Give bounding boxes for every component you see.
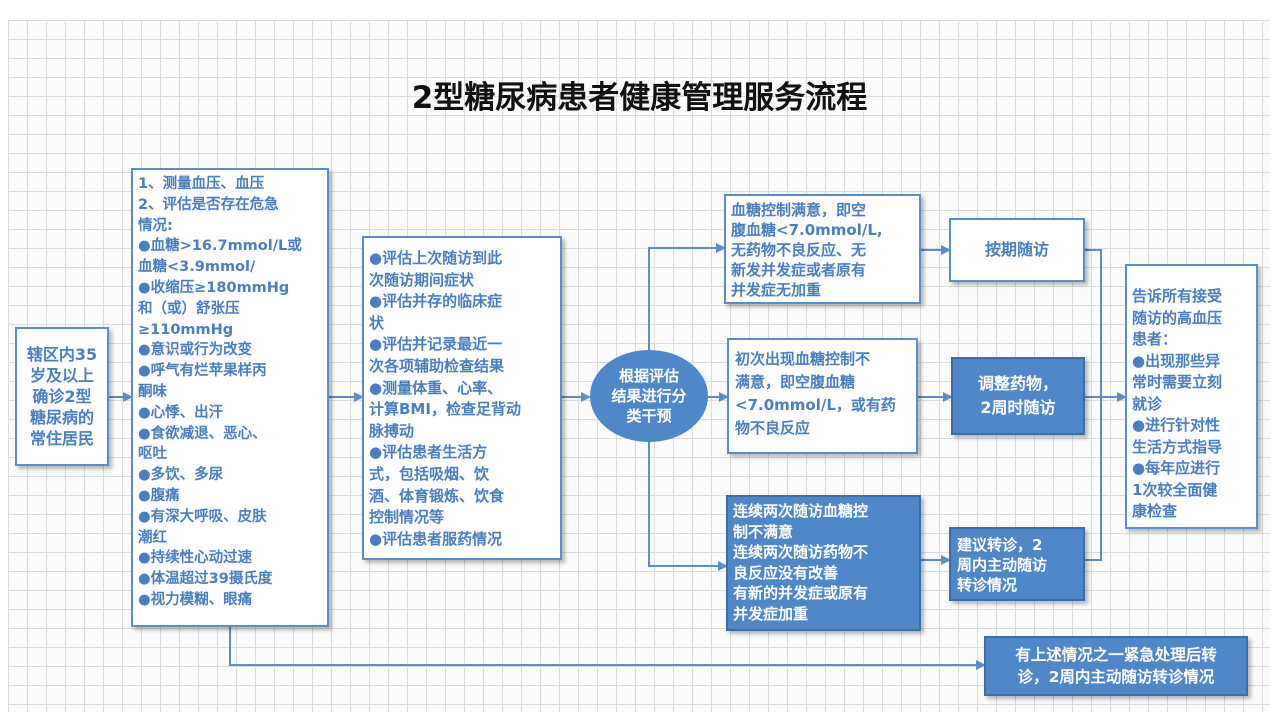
consecutive-line: 连续两次随访血糖控 xyxy=(733,502,869,520)
measure-line: 酮味 xyxy=(138,383,167,400)
adjust-box: 调整药物， 2周时随访 xyxy=(951,357,1085,435)
measure-line: ●视力模糊、眼痛 xyxy=(138,591,253,608)
assess-line: ●评估患者服药情况 xyxy=(369,529,503,548)
inform-line: 患者： xyxy=(1132,330,1178,348)
measure-line: ●意识或行为改变 xyxy=(138,342,253,359)
referral-line: 转诊情况 xyxy=(957,576,1018,594)
classify-line: 结果进行分 xyxy=(611,387,687,405)
measure-line: 和（或）舒张压 xyxy=(138,300,240,317)
measure-line: ●有深大呼吸、皮肤 xyxy=(138,508,267,525)
referral-box: 建议转诊，2 周内主动随访 转诊情况 xyxy=(949,527,1085,601)
adjust-line: 2周时随访 xyxy=(980,398,1056,417)
measure-line: ●心悸、出汗 xyxy=(138,404,224,421)
resident-line: 辖区内35 xyxy=(26,345,98,364)
measure-line: ●多饮、多尿 xyxy=(138,467,224,484)
inform-line: 1次较全面健 xyxy=(1132,480,1218,499)
emergency-box: 有上述情况之一紧急处理后转 诊，2周内主动随访转诊情况 xyxy=(984,636,1248,696)
measure-line: ●收缩压≥180mmHg xyxy=(138,279,290,296)
measure-line: 血糖<3.9mmol/ xyxy=(138,259,256,276)
consecutive-line: 连续两次随访药物不 xyxy=(733,543,869,561)
first-unsatisfied-box: 初次出现血糖控制不 满意，即空腹血糖 <7.0mmol/L，或有药 物不良反应 xyxy=(727,338,918,454)
inform-line: ●出现那些异 xyxy=(1132,351,1221,370)
resident-box: 辖区内35 岁及以上 确诊2型 糖尿病的 常住居民 xyxy=(15,327,109,466)
consecutive-line: 制不满意 xyxy=(733,522,794,541)
measure-line: 情况: xyxy=(138,217,173,234)
consecutive-box: 连续两次随访血糖控 制不满意 连续两次随访药物不 良反应没有改善 有新的并发症或… xyxy=(726,495,921,631)
adjust-line: 调整药物， xyxy=(977,374,1058,393)
first-unsatisfied-line: <7.0mmol/L，或有药 xyxy=(735,396,896,414)
measure-line: ●体温超过39摄氏度 xyxy=(138,571,273,588)
measure-line: ●腹痛 xyxy=(138,487,180,504)
assess-line: 次各项辅助检查结果 xyxy=(369,356,505,375)
inform-line: ●进行针对性 xyxy=(1132,416,1221,434)
inform-line: 生活方式指导 xyxy=(1132,437,1223,456)
inform-line: ●每年应进行 xyxy=(1132,459,1221,477)
followup-label: 按期随访 xyxy=(984,240,1049,259)
followup-box: 按期随访 xyxy=(949,218,1085,282)
assess-line: ●评估上次随访到此 xyxy=(369,249,503,267)
classify-circle: 根据评估 结果进行分 类干预 xyxy=(590,350,708,442)
classify-line: 根据评估 xyxy=(618,367,679,385)
assess-line: 脉搏动 xyxy=(369,421,415,440)
classify-line: 类干预 xyxy=(626,407,672,425)
assess-line: ●测量体重、心率、 xyxy=(369,378,503,397)
resident-line: 常住居民 xyxy=(29,429,94,448)
consecutive-line: 良反应没有改善 xyxy=(733,563,839,582)
emergency-line: 有上述情况之一紧急处理后转 xyxy=(1015,646,1217,664)
resident-line: 糖尿病的 xyxy=(29,408,94,427)
assess-line: 计算BMI，检查足背动 xyxy=(369,400,521,419)
measure-line: 呕吐 xyxy=(138,446,167,463)
first-unsatisfied-line: 物不良反应 xyxy=(735,419,811,437)
measure-line: ●食欲减退、恶心、 xyxy=(138,425,267,442)
measure-line: ●持续性心动过速 xyxy=(138,550,253,567)
inform-box: 告诉所有接受 随访的高血压 患者： ●出现那些异 常时需要立刻 就诊 ●进行针对… xyxy=(1125,264,1258,529)
measure-line: ●血糖>16.7mmol/L或 xyxy=(138,238,302,255)
emergency-line: 诊，2周内主动随访转诊情况 xyxy=(1017,668,1215,686)
assess-line: 控制情况等 xyxy=(369,508,445,527)
inform-line: 随访的高血压 xyxy=(1132,308,1223,327)
resident-line: 确诊2型 xyxy=(32,387,92,406)
measure-line: ●呼气有烂苹果样丙 xyxy=(138,363,267,380)
assess-box: ●评估上次随访到此 次随访期间症状 ●评估并存的临床症 状 ●评估并记录最近一 … xyxy=(362,236,562,560)
consecutive-line: 并发症加重 xyxy=(733,604,809,623)
referral-line: 周内主动随访 xyxy=(957,556,1048,574)
inform-line: 康检查 xyxy=(1132,502,1178,520)
resident-line: 岁及以上 xyxy=(29,366,94,385)
first-unsatisfied-line: 初次出现血糖控制不 xyxy=(735,350,871,368)
referral-line: 建议转诊，2 xyxy=(957,536,1043,554)
measure-line: ≥110mmHg xyxy=(138,321,234,338)
measure-box: 1、测量血压、血压 2、评估是否存在危急 情况: ●血糖>16.7mmol/L或… xyxy=(131,168,329,627)
measure-line: 2、评估是否存在危急 xyxy=(138,196,279,213)
page-title: 2型糖尿病患者健康管理服务流程 xyxy=(411,80,868,116)
satisfied-line: 新发并发症或者原有 xyxy=(731,261,867,279)
satisfied-line: 腹血糖<7.0mmol/L, xyxy=(731,221,883,239)
inform-line: 常时需要立刻 xyxy=(1132,373,1223,391)
assess-line: ●评估并记录最近一 xyxy=(369,335,503,354)
assess-line: ●评估并存的临床症 xyxy=(369,292,503,311)
assess-line: 次随访期间症状 xyxy=(369,270,475,289)
satisfied-line: 血糖控制满意，即空 xyxy=(731,201,867,219)
assess-line: ●评估患者生活方 xyxy=(369,443,488,462)
assess-line: 状 xyxy=(369,313,385,332)
satisfied-line: 无药物不良反应、无 xyxy=(731,241,867,259)
satisfied-line: 并发症无加重 xyxy=(731,281,822,299)
measure-line: 1、测量血压、血压 xyxy=(138,176,265,192)
assess-line: 式，包括吸烟、饮 xyxy=(369,464,490,483)
inform-line: 告诉所有接受 xyxy=(1132,287,1223,305)
consecutive-line: 有新的并发症或原有 xyxy=(733,584,869,602)
first-unsatisfied-line: 满意，即空腹血糖 xyxy=(735,373,856,391)
inform-line: 就诊 xyxy=(1132,394,1163,413)
assess-line: 酒、体育锻炼、饮食 xyxy=(369,486,505,505)
measure-line: 潮红 xyxy=(138,529,167,546)
satisfied-box: 血糖控制满意，即空 腹血糖<7.0mmol/L, 无药物不良反应、无 新发并发症… xyxy=(724,194,921,304)
